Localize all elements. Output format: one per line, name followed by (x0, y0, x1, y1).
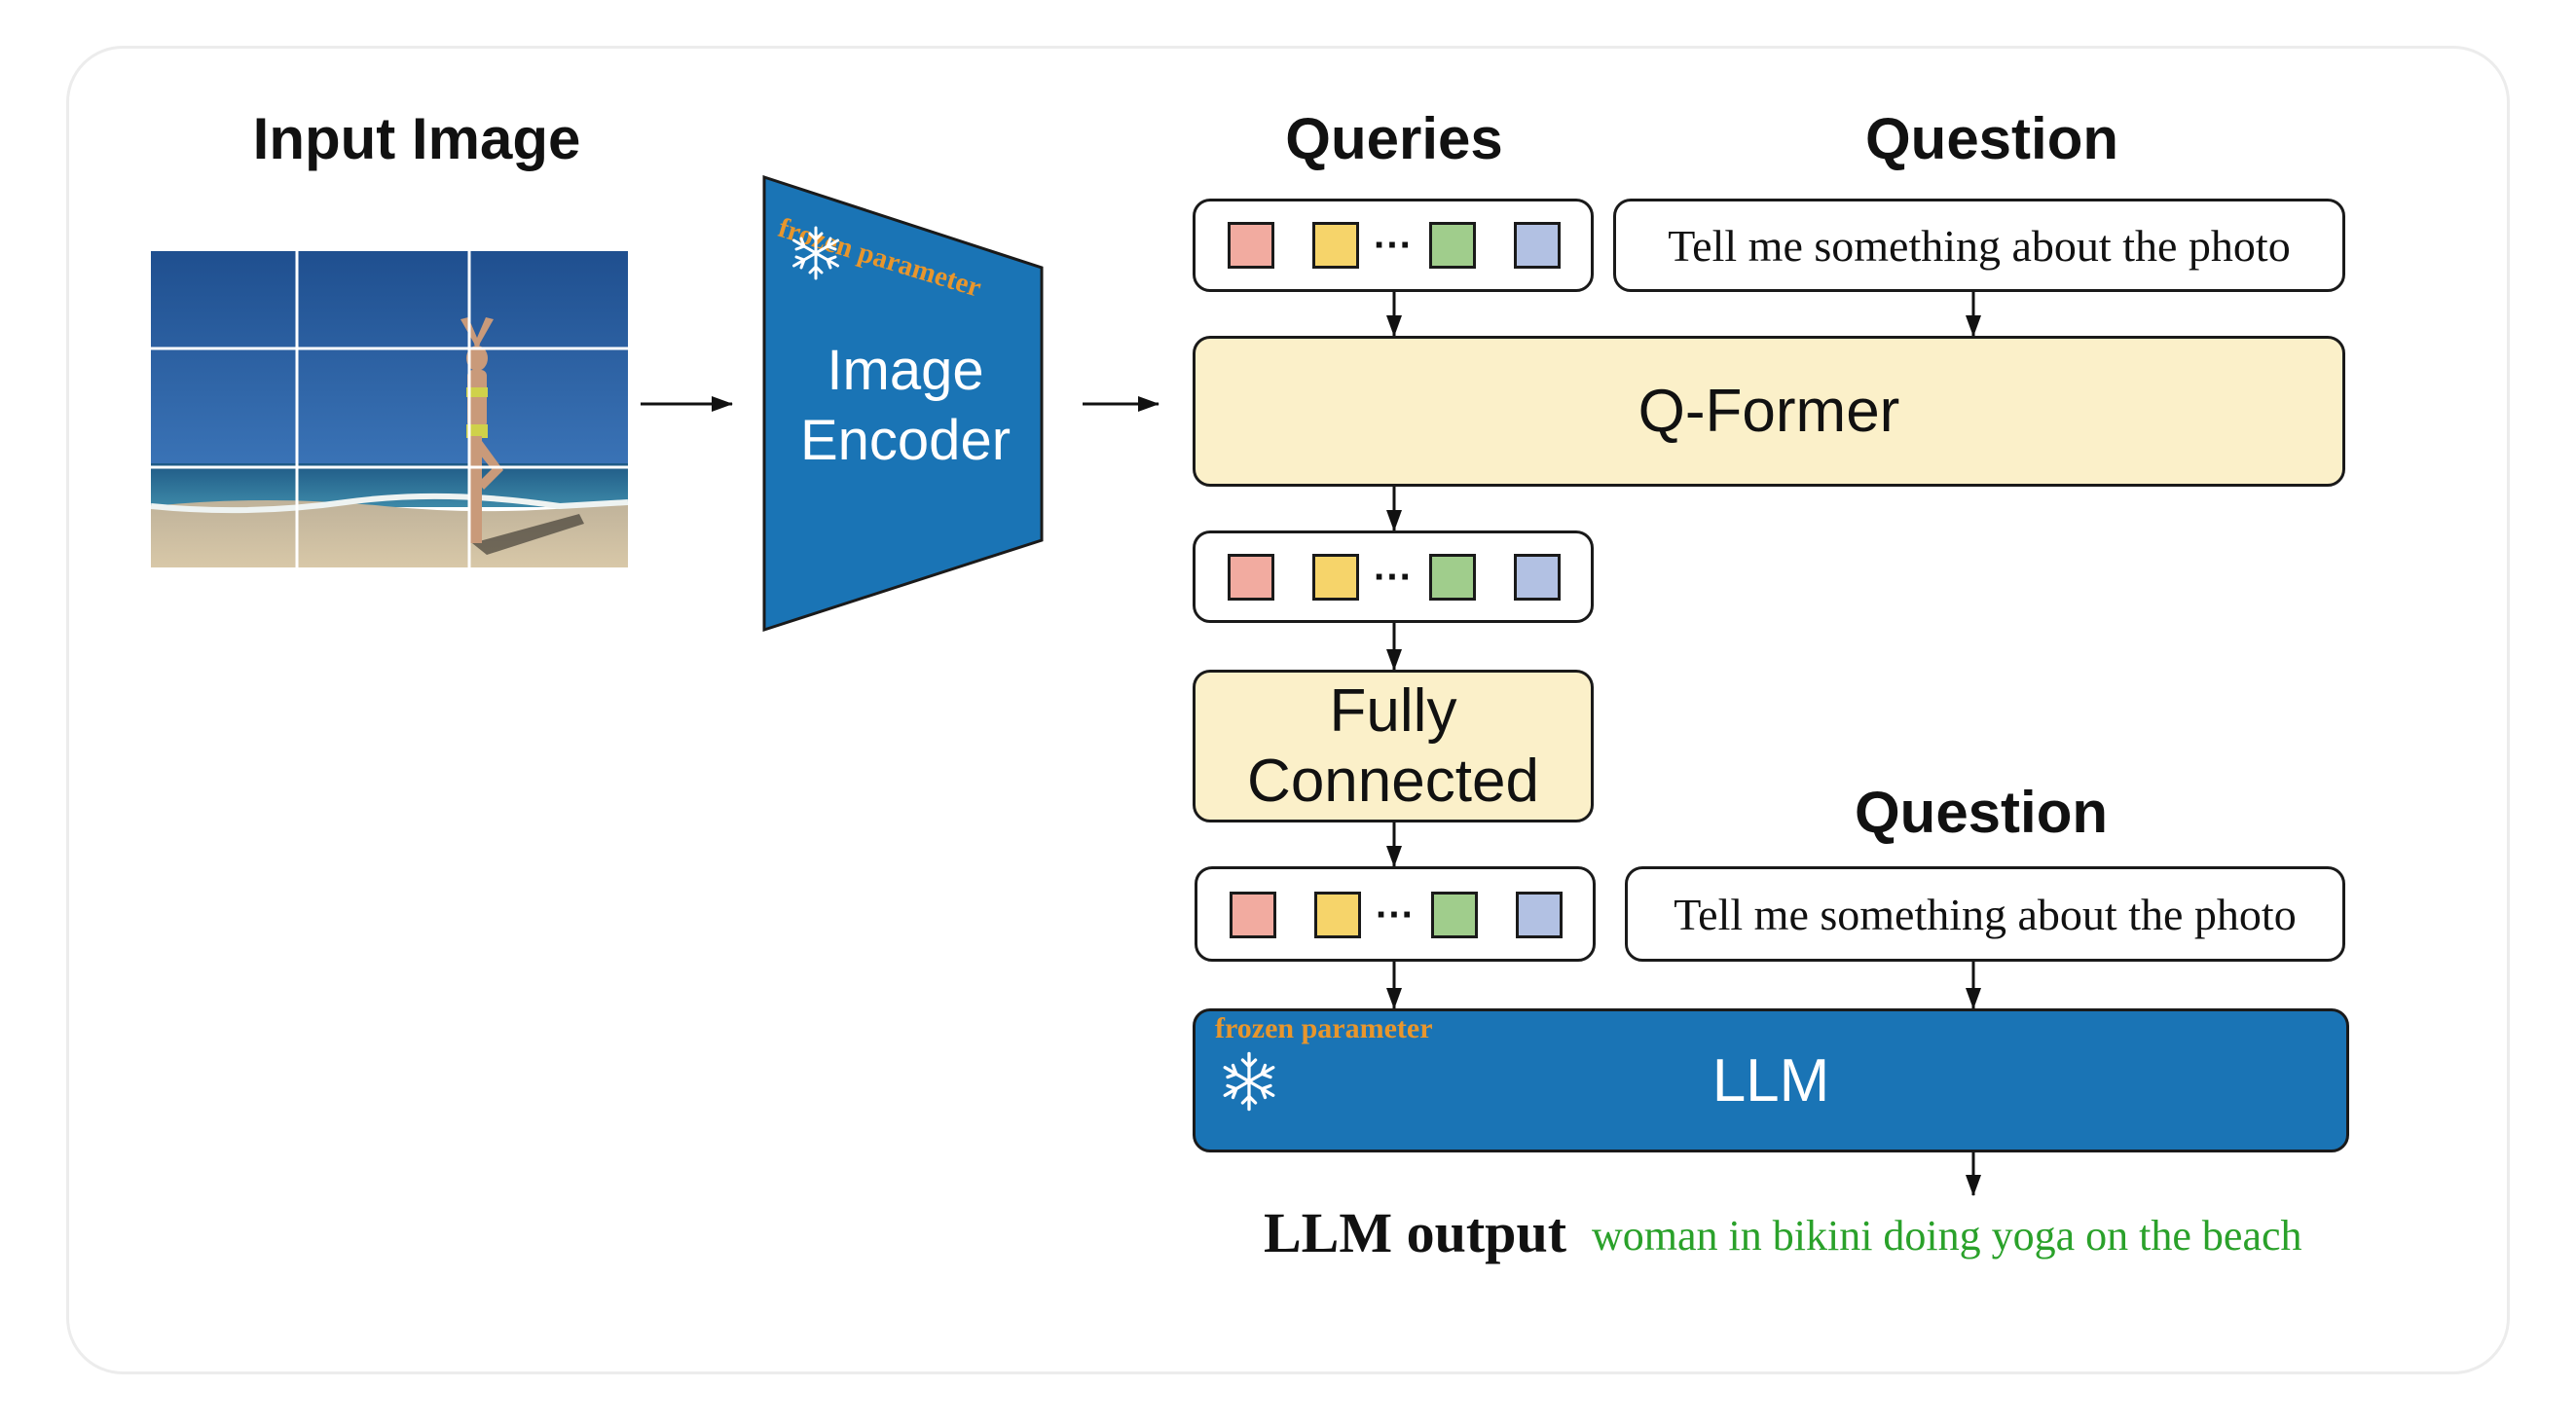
question-heading-bottom: Question (1854, 780, 2109, 845)
token-ellipsis: ··· (1374, 556, 1413, 599)
llm-output-text: woman in bikini doing yoga on the beach (1592, 1212, 2302, 1260)
token-green (1429, 554, 1476, 601)
qformer-label: Q-Former (1638, 378, 1900, 445)
llm-frozen-label: frozen parameter (1215, 1012, 1433, 1044)
token-ellipsis: ··· (1376, 894, 1415, 936)
qformer-block: Q-Former (1193, 336, 2345, 487)
fully-connected-label-line1: Fully (1329, 676, 1457, 745)
token-yellow (1314, 892, 1361, 938)
token-red (1228, 222, 1274, 269)
token-red (1228, 554, 1274, 601)
token-ellipsis: ··· (1374, 224, 1413, 267)
token-blue (1514, 554, 1561, 601)
snowflake-icon (1217, 1049, 1281, 1114)
llm-block: LLM (1193, 1008, 2349, 1152)
image-encoder-label-line1: Image (827, 339, 984, 402)
snowflake-icon (787, 224, 845, 282)
query-tokens-row-2: ··· (1193, 530, 1594, 623)
input-image (151, 251, 628, 567)
image-encoder-label: Image Encoder (764, 336, 1047, 476)
query-tokens-row-1: ··· (1193, 199, 1594, 292)
image-encoder-label-line2: Encoder (799, 409, 1012, 472)
fully-connected-block: Fully Connected (1193, 670, 1594, 822)
fully-connected-label-line2: Connected (1247, 747, 1539, 815)
token-red (1230, 892, 1276, 938)
queries-heading: Queries (1285, 106, 1503, 171)
query-tokens-row-3: ··· (1195, 866, 1596, 962)
question-heading-top: Question (1864, 106, 2119, 171)
question-text-top: Tell me something about the photo (1668, 220, 2291, 271)
token-yellow (1312, 222, 1359, 269)
llm-output-label: LLM output (1264, 1201, 1567, 1264)
token-green (1431, 892, 1478, 938)
llm-label: LLM (1711, 1046, 1830, 1114)
token-blue (1514, 222, 1561, 269)
question-box-top: Tell me something about the photo (1613, 199, 2345, 292)
beach-photo (151, 251, 628, 567)
token-yellow (1312, 554, 1359, 601)
token-blue (1516, 892, 1563, 938)
question-text-bottom: Tell me something about the photo (1674, 889, 2297, 939)
token-green (1429, 222, 1476, 269)
question-box-bottom: Tell me something about the photo (1625, 866, 2345, 962)
input-image-heading: Input Image (252, 106, 581, 171)
